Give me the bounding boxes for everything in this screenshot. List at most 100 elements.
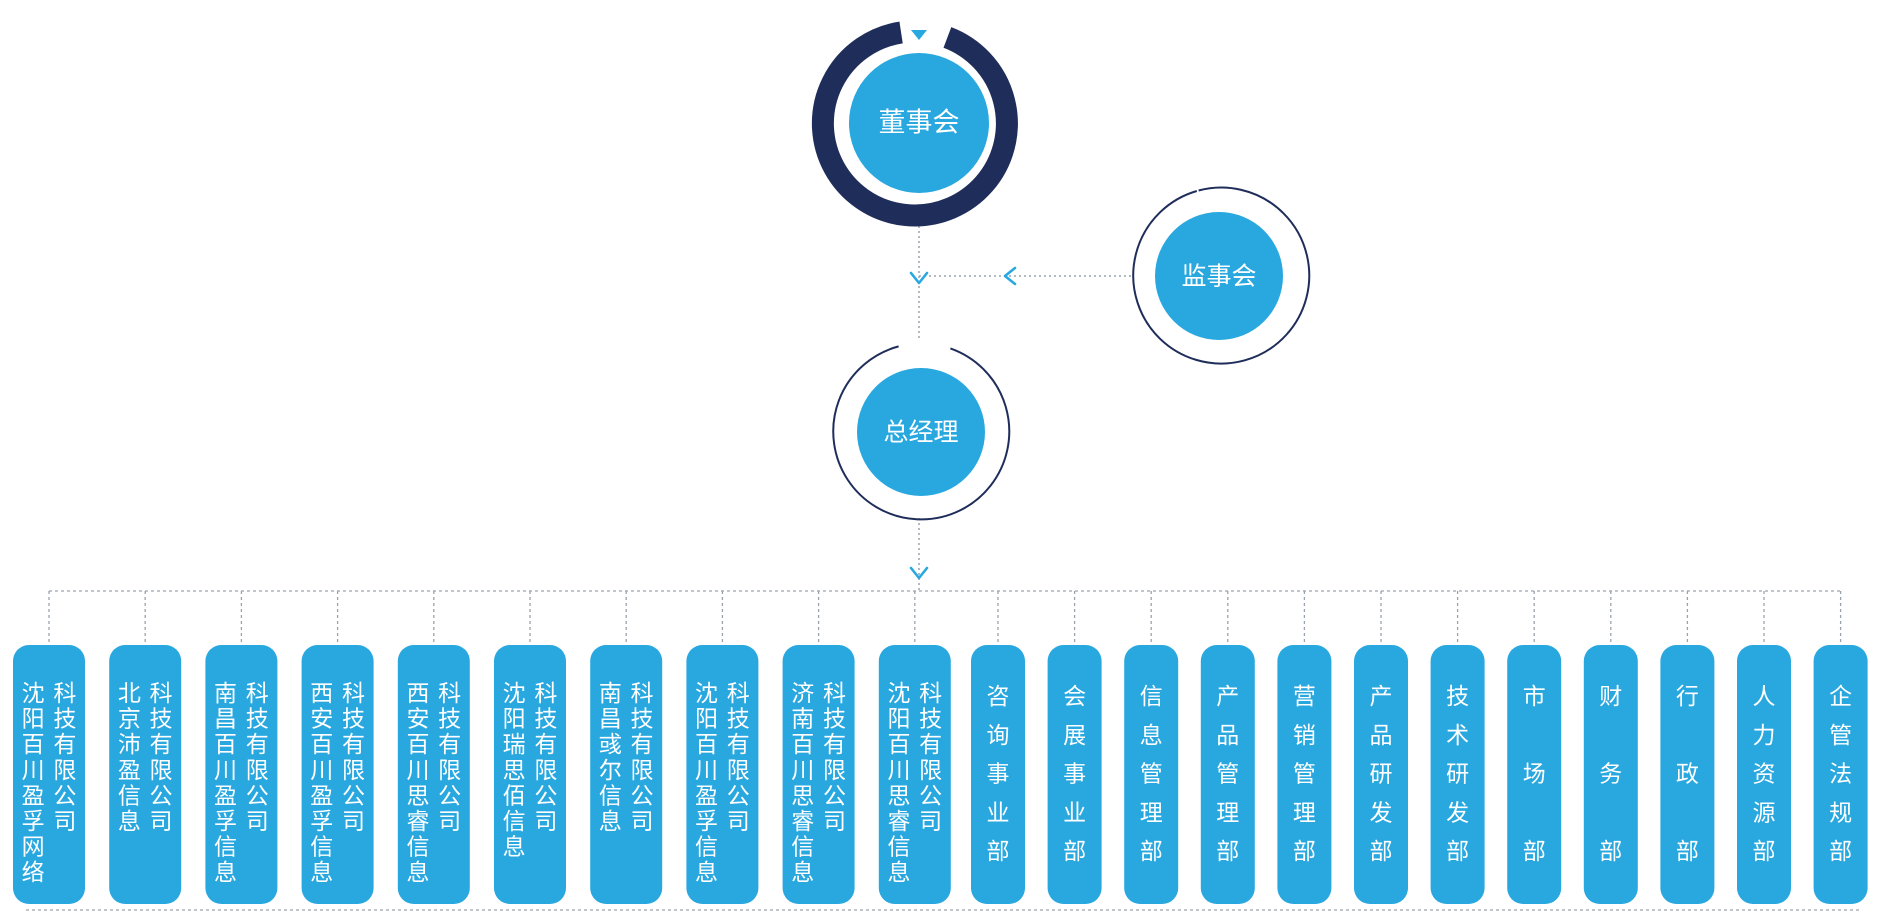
unit-char: 业 [1063, 800, 1086, 826]
unit-char: 法 [1829, 762, 1852, 788]
unit-char: 孚 [22, 809, 45, 835]
department-box-bg [1354, 645, 1408, 904]
company-box-bg [782, 645, 855, 904]
general-manager-node: 总经理 [832, 345, 1011, 521]
unit-char: 南 [599, 681, 622, 707]
unit-char: 技 [246, 707, 269, 733]
unit-char: 限 [246, 758, 269, 784]
unit-char: 限 [438, 758, 461, 784]
unit-char: 有 [342, 732, 365, 758]
unit-char: 部 [987, 839, 1010, 865]
unit-char: 市 [1523, 684, 1546, 710]
unit-char: 息 [791, 860, 814, 886]
unit-char: 部 [1599, 839, 1622, 865]
unit-char: 公 [919, 783, 942, 809]
unit-char: 盈 [22, 783, 45, 809]
unit-char: 规 [1829, 800, 1852, 826]
company-box-bg [301, 645, 374, 904]
company-box-bg [590, 645, 663, 904]
unit-char: 沈 [503, 681, 526, 707]
unit-char: 展 [1063, 723, 1086, 749]
unit-char: 有 [631, 732, 654, 758]
unit-char: 盈 [695, 783, 718, 809]
unit-char: 限 [150, 758, 173, 784]
unit-char: 思 [791, 783, 814, 809]
unit-char: 技 [727, 707, 750, 733]
unit-char: 部 [1370, 839, 1393, 865]
unit-char: 川 [22, 758, 45, 784]
company-box-bg [686, 645, 759, 904]
unit-char: 产 [1216, 684, 1239, 710]
department-box-bg [1277, 645, 1332, 904]
unit-char: 信 [406, 835, 429, 861]
unit-char: 信 [887, 835, 910, 861]
unit-char: 信 [599, 783, 622, 809]
unit-char: 有 [823, 732, 846, 758]
unit-char: 公 [823, 783, 846, 809]
unit-char: 百 [791, 732, 814, 758]
unit-char: 政 [1676, 762, 1699, 788]
unit-char: 部 [1676, 839, 1699, 865]
department-box-bg [1507, 645, 1562, 904]
unit-char: 川 [887, 758, 910, 784]
unit-char: 营 [1293, 684, 1316, 710]
unit-char: 息 [406, 860, 429, 886]
unit-char: 川 [695, 758, 718, 784]
gm-circle [857, 368, 985, 496]
unit-char: 有 [727, 732, 750, 758]
unit-char: 部 [1829, 839, 1852, 865]
unit-char: 管 [1140, 762, 1163, 788]
unit-char: 沈 [887, 681, 910, 707]
unit-char: 公 [534, 783, 557, 809]
unit-char: 发 [1370, 800, 1393, 826]
unit-char: 公 [631, 783, 654, 809]
unit-char: 技 [438, 707, 461, 733]
unit-char: 技 [823, 707, 846, 733]
unit-char: 司 [631, 809, 654, 835]
unit-char: 部 [1216, 839, 1239, 865]
unit-char: 阳 [22, 707, 45, 733]
department-box-bg [1430, 645, 1485, 904]
unit-char: 部 [1446, 839, 1469, 865]
unit-char: 思 [887, 783, 910, 809]
unit-char: 昌 [599, 707, 622, 733]
company-box-bg [397, 645, 470, 904]
board-outer-ring [811, 21, 1018, 227]
unit-char: 司 [246, 809, 269, 835]
unit-char: 百 [214, 732, 237, 758]
unit-char: 百 [310, 732, 333, 758]
unit-char: 信 [695, 835, 718, 861]
unit-char: 百 [406, 732, 429, 758]
unit-char: 息 [118, 809, 141, 835]
unit-char: 发 [1446, 800, 1469, 826]
unit-char: 技 [1446, 684, 1469, 710]
unit-char: 司 [727, 809, 750, 835]
unit-char: 络 [22, 860, 45, 886]
department-box-bg [1813, 645, 1868, 904]
unit-char: 川 [791, 758, 814, 784]
unit-char: 京 [118, 707, 141, 733]
unit-char: 百 [22, 732, 45, 758]
unit-char: 科 [150, 681, 173, 707]
unit-char: 司 [53, 809, 76, 835]
unit-char: 限 [53, 758, 76, 784]
unit-char: 南 [791, 707, 814, 733]
unit-char: 息 [695, 860, 718, 886]
unit-char: 思 [503, 758, 526, 784]
unit-char: 瑞 [503, 732, 526, 758]
unit-char: 限 [919, 758, 942, 784]
unit-char: 事 [1063, 762, 1086, 788]
unit-char: 孚 [214, 809, 237, 835]
unit-char: 安 [406, 707, 429, 733]
